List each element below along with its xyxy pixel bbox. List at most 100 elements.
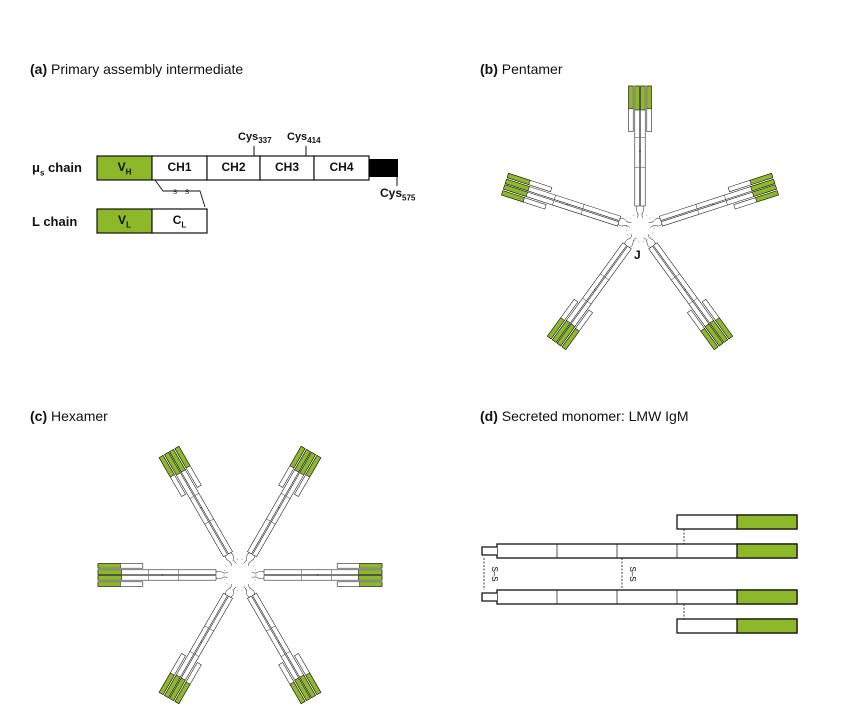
tail-piece xyxy=(481,546,497,556)
vh-domain xyxy=(358,569,383,575)
disulfide-label: S–S xyxy=(490,566,499,581)
vl-v: V xyxy=(118,213,127,227)
disulfide xyxy=(594,289,596,291)
cl-c: C xyxy=(172,213,182,227)
light-chain-label: L chain xyxy=(32,214,78,229)
vh-domain xyxy=(704,323,724,347)
vh-domain xyxy=(164,674,181,699)
domain-divider xyxy=(266,518,271,522)
domain-divider xyxy=(554,195,556,200)
heavy-chain-label: μs chain xyxy=(32,160,82,178)
ch4-domain xyxy=(313,155,370,181)
domain-divider xyxy=(271,625,276,629)
vl-domain xyxy=(97,563,121,569)
cys337-label: Cys337 xyxy=(238,131,272,145)
domain-divider xyxy=(281,493,286,496)
tail-piece xyxy=(643,237,651,248)
disulfide-label: S–S xyxy=(628,566,637,581)
vl-domain xyxy=(174,681,191,705)
vh-domain xyxy=(169,449,186,473)
domain-divider xyxy=(582,204,585,209)
domain-divider xyxy=(194,493,199,496)
vh-domain xyxy=(750,178,776,192)
panel-a-text: Primary assembly intermediate xyxy=(51,61,244,77)
tail-piece xyxy=(641,205,645,219)
monomer-arm xyxy=(97,563,229,587)
tail-piece xyxy=(225,555,232,567)
cys575-main: Cys xyxy=(380,186,403,200)
panel-a-title: (a) Primary assembly intermediate xyxy=(30,61,243,77)
panel-b-title: (b) Pentamer xyxy=(480,61,562,77)
panel-d-letter: (d) xyxy=(480,408,498,424)
domain-divider xyxy=(286,651,291,654)
vh-domain xyxy=(169,677,186,701)
cys414-main: Cys xyxy=(287,131,308,143)
monomer-arm xyxy=(251,563,383,587)
vh-domain xyxy=(736,589,798,605)
tail-piece xyxy=(225,583,232,595)
domain-divider xyxy=(725,200,728,206)
chain-word: chain xyxy=(44,160,82,175)
domain-divider xyxy=(693,297,698,301)
monomer-arm xyxy=(546,234,637,350)
vl-domain xyxy=(289,681,306,705)
domain-divider xyxy=(204,521,209,525)
vl-domain xyxy=(506,172,531,186)
tail-piece xyxy=(650,223,662,228)
domain-divider xyxy=(209,518,214,522)
vl-domain xyxy=(305,455,322,478)
cys337-sub: 337 xyxy=(258,136,272,146)
panel-c-text: Hexamer xyxy=(51,408,108,424)
domain-divider xyxy=(552,200,555,206)
disulfide xyxy=(639,150,641,153)
tail-piece xyxy=(243,552,250,564)
tail-piece xyxy=(629,237,637,248)
domain-divider xyxy=(675,273,680,277)
vh-domain xyxy=(551,320,571,343)
vl-domain xyxy=(715,317,734,340)
panel-a-letter: (a) xyxy=(30,61,48,77)
vl-domain xyxy=(628,85,634,110)
disulfide xyxy=(316,574,319,576)
monomer-arm xyxy=(243,445,322,567)
ch1-domain xyxy=(151,155,208,181)
domain-divider xyxy=(697,209,700,215)
vl-domain xyxy=(97,581,121,587)
tail-piece xyxy=(251,576,265,580)
monomer-arm xyxy=(158,445,237,567)
domain-divider xyxy=(209,628,214,632)
polymer-core xyxy=(223,558,257,592)
vl-sub: L xyxy=(126,220,131,230)
panel-d-title: (d) Secreted monomer: LMW IgM xyxy=(480,408,689,424)
vh-domain xyxy=(504,178,530,192)
vh-domain xyxy=(164,451,181,476)
domain-divider xyxy=(604,277,609,281)
mu-sub: s xyxy=(39,168,45,178)
tail-piece xyxy=(248,583,255,595)
monomer-arm xyxy=(158,583,237,705)
disulfide xyxy=(277,507,280,509)
domain-divider xyxy=(695,204,698,209)
domain-divider xyxy=(688,301,693,305)
tail-piece xyxy=(369,159,398,177)
domain-divider xyxy=(286,496,291,499)
vl-domain xyxy=(755,190,779,203)
disulfide xyxy=(200,641,203,643)
j-chain-label: J xyxy=(634,248,641,262)
panel-d-text: Secreted monomer: LMW IgM xyxy=(501,408,689,424)
tail-piece xyxy=(230,552,237,564)
vl-domain xyxy=(174,445,191,469)
vl-domain xyxy=(736,618,798,634)
vh-domain xyxy=(736,543,798,559)
domain-divider xyxy=(271,521,276,525)
vl-domain xyxy=(359,563,383,569)
vh-domain xyxy=(294,449,311,473)
tail-piece xyxy=(251,570,265,574)
panel-b-letter: (b) xyxy=(480,61,498,77)
tail-piece xyxy=(215,570,229,574)
domain-divider xyxy=(189,496,194,499)
